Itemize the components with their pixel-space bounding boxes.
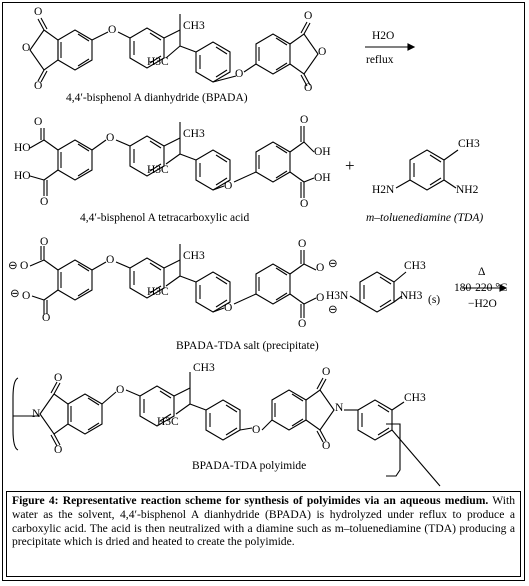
solid-state: (s) [428, 294, 441, 306]
carboxylate-charge-1: ⊖ [8, 260, 18, 272]
hydroxyl-1: HO [14, 142, 31, 154]
byproduct-water: −H2O [468, 298, 497, 310]
polyimide-structure [12, 372, 441, 487]
hydroxyl-2: HO [14, 170, 31, 182]
atom-o-6: O [304, 10, 313, 22]
temperature: 180-220 °C [454, 282, 508, 294]
atom-o-20: O [224, 302, 233, 314]
polyimide-methyl: CH3 [404, 392, 426, 404]
atom-o-19: O [106, 254, 115, 266]
figure-caption: Figure 4: Representative reaction scheme… [6, 491, 521, 577]
reaction-scheme: O O O O CH3 H3C O O O O H2O reflux 4,4′-… [8, 6, 508, 487]
hydroxyl-4: OH [314, 172, 331, 184]
atom-o-18: O [42, 312, 51, 324]
atom-o-15: O [40, 236, 49, 248]
tda-methyl: CH3 [458, 138, 480, 150]
atom-o-24: O [298, 318, 307, 330]
atom-o-29: O [322, 366, 331, 378]
atom-o-8: O [304, 82, 313, 94]
ammonium-1: H3N [326, 290, 349, 302]
atom-o-7: O [318, 46, 327, 58]
tetraacid-structure [29, 122, 315, 198]
atom-o-23: O [316, 292, 325, 304]
atom-o-30: O [322, 440, 331, 452]
atom-o-17: O [22, 290, 31, 302]
atom-o-5: O [235, 68, 244, 80]
ammonium-2: NH3 [400, 290, 423, 302]
methyl-5: CH3 [183, 250, 205, 262]
methyl-8: H3C [157, 416, 179, 428]
atom-o-14: O [300, 198, 309, 210]
atom-o-21: O [298, 238, 307, 250]
atom-o-4: O [108, 24, 117, 36]
heat-symbol: Δ [478, 266, 486, 278]
atom-o-11: O [106, 132, 115, 144]
atom-o-9: O [34, 116, 43, 128]
reagent-water: H2O [372, 30, 395, 42]
atom-o-3: O [34, 80, 43, 92]
atom-o-28: O [252, 424, 261, 436]
tda-amine-1: H2N [372, 184, 395, 196]
atom-o-26: O [54, 444, 63, 456]
atom-n-1: N [32, 408, 41, 420]
caption-label: Figure 4: Representative reaction scheme… [12, 494, 489, 507]
carboxylate-charge-2: ⊖ [10, 288, 20, 300]
reaction-arrow-3 [462, 284, 508, 292]
atom-o-22: O [316, 262, 325, 274]
methyl-6: H3C [147, 286, 169, 298]
carboxylate-charge-3: ⊖ [328, 258, 338, 270]
methyl-1: CH3 [183, 20, 205, 32]
methyl-3: CH3 [183, 128, 205, 140]
bpada-structure [29, 14, 319, 87]
caption-text: With water as the solvent, 4,4′-bispheno… [12, 494, 515, 549]
methyl-4: H3C [147, 164, 169, 176]
salt-structure [29, 244, 407, 318]
atom-o-16: O [20, 260, 29, 272]
atom-o-1: O [34, 6, 43, 18]
figure-frame [2, 2, 525, 581]
polyimide-name: BPADA-TDA polyimide [192, 460, 307, 472]
tetraacid-name: 4,4′-bisphenol A tetracarboxylic acid [80, 212, 250, 224]
reaction-arrow-1 [365, 43, 416, 51]
condition-reflux: reflux [366, 54, 394, 66]
atom-o-25: O [54, 372, 63, 384]
salt-name: BPADA-TDA salt (precipitate) [176, 340, 319, 352]
salt-methyl: CH3 [404, 260, 426, 272]
tda-name: m–toluenediamine (TDA) [366, 212, 484, 224]
tda-amine-2: NH2 [456, 184, 479, 196]
methyl-7: CH3 [193, 362, 215, 374]
atom-n-2: N [335, 402, 344, 414]
atom-o-10: O [40, 196, 49, 208]
bpada-name: 4,4′-bisphenol A dianhydride (BPADA) [66, 92, 248, 104]
tda-structure [395, 149, 459, 191]
atom-o-13: O [300, 114, 309, 126]
carboxylate-charge-4: ⊖ [328, 304, 338, 316]
chemical-structures [12, 14, 508, 487]
plus-sign: + [345, 156, 355, 175]
atom-o-27: O [116, 384, 125, 396]
hydroxyl-3: OH [314, 146, 331, 158]
atom-o-12: O [224, 180, 233, 192]
methyl-2: H3C [147, 56, 169, 68]
atom-o-2: O [22, 42, 31, 54]
